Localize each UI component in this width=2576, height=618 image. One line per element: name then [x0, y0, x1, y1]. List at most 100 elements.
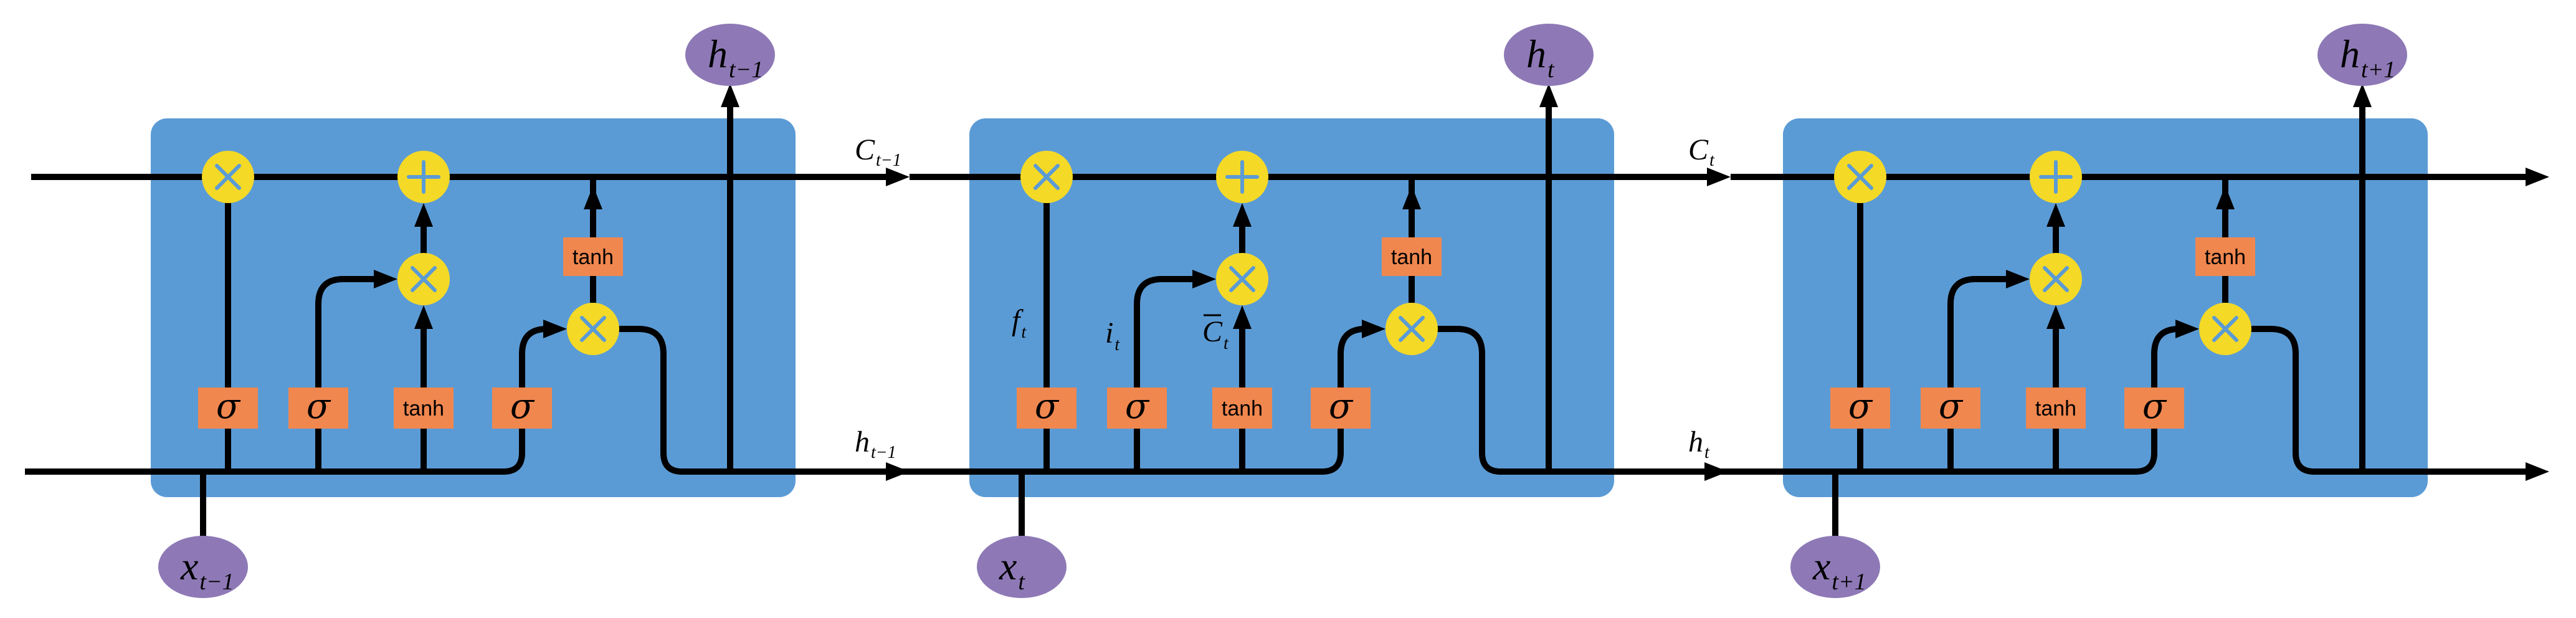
cell-state-arrow-2 [1707, 168, 1731, 186]
input-x-3: xt+1 [1790, 536, 1880, 598]
input-gate-arrow-1 [374, 270, 397, 288]
cell-state-label-2-sub: t [1709, 151, 1715, 170]
input-gate-arrow-3 [2006, 270, 2030, 288]
tanh-label: tanh [2205, 245, 2246, 269]
input-x-2-shape [977, 536, 1067, 598]
output-h-1-main: h [708, 32, 728, 76]
hidden-label-1-main: h [855, 425, 870, 459]
h-output-arrow-1 [721, 83, 739, 107]
output-gate-arrow-2 [1362, 320, 1385, 338]
mul2-to-add-arrow-3 [2046, 203, 2065, 227]
add-icon [1225, 160, 1259, 194]
sigma-label: σ [1125, 386, 1150, 427]
forget-annotation-sub: t [1021, 323, 1027, 342]
input-x-2-sub: t [1018, 569, 1025, 595]
input-x-1-shape [158, 536, 248, 598]
input-x-1-text: xt−1 [180, 544, 234, 595]
sigma-label: σ [510, 386, 535, 427]
candidate-annotation-sub: t [1224, 334, 1229, 353]
sigma-label: σ [1939, 386, 1964, 427]
cell-state-label-1: Ct−1 [855, 133, 901, 170]
output-gate-1: σ [492, 386, 552, 429]
h-output-arrow-2 [1539, 83, 1558, 107]
multiply-icon [411, 266, 437, 292]
multiply-icon [1229, 266, 1255, 292]
hidden-label-1-sub: t−1 [871, 443, 896, 462]
cell-state-arrow-3 [2526, 168, 2549, 186]
cell-tanh-2: tanh [1382, 237, 1442, 276]
output-multiply-2 [1385, 303, 1438, 355]
hidden-final-arrow [2526, 462, 2549, 481]
output-h-1: ht−1 [685, 24, 775, 86]
forget-gate-2: σ [1017, 386, 1077, 429]
candidate-arrow-1 [414, 305, 433, 329]
tanh-gate-box [2195, 237, 2255, 276]
candidate-annotation: Ct [1202, 315, 1229, 353]
input-multiply-2 [1216, 253, 1268, 305]
multiply-icon [580, 316, 606, 342]
output-h-1-sub: t−1 [729, 57, 763, 83]
tanh-up-arrow-1 [584, 186, 602, 209]
sigma-label: σ [2142, 386, 2167, 427]
output-h-2-main: h [1526, 32, 1546, 76]
candidate-arrow-3 [2046, 305, 2065, 329]
output-h-3-text: ht+1 [2340, 32, 2395, 83]
sigma-label: σ [1035, 386, 1060, 427]
mul2-to-add-arrow-2 [1233, 203, 1252, 227]
input-annotation: it [1105, 316, 1120, 354]
sigma-label: σ [1848, 386, 1873, 427]
input-x-2-main: x [999, 544, 1017, 588]
tanh-label: tanh [573, 245, 614, 269]
output-h-3-main: h [2340, 32, 2360, 76]
input-x-1: xt−1 [158, 536, 248, 598]
input-gate-3: σ [1921, 386, 1980, 429]
forget-gate-1: σ [198, 386, 258, 429]
input-x-3-main: x [1812, 544, 1830, 588]
input-x-2: xt [977, 536, 1067, 598]
sigma-gate-box [198, 387, 258, 429]
forget-gate-3: σ [1830, 386, 1890, 429]
forget-multiply-3 [1834, 151, 1886, 203]
h-output-arrow-3 [2353, 83, 2372, 107]
cell-tanh-3: tanh [2195, 237, 2255, 276]
hidden-output-wire-2 [1412, 326, 1549, 475]
sigma-gate-box [1830, 387, 1890, 429]
cell-tanh-1: tanh [563, 237, 623, 276]
hidden-output-wire-3 [2225, 326, 2362, 475]
output-h-3-shape [2317, 24, 2407, 86]
add-icon [2039, 160, 2073, 194]
candidate-tanh-1: tanh [394, 387, 454, 429]
output-h-3: ht+1 [2317, 24, 2407, 86]
output-h-1-shape [685, 24, 775, 86]
cell-state-label-1-sub: t−1 [876, 151, 901, 170]
tanh-gate-box [563, 237, 623, 276]
sigma-label: σ [216, 386, 241, 427]
tanh-up-arrow-2 [1402, 186, 1421, 209]
hidden-label-2-sub: t [1704, 443, 1710, 462]
multiply-icon [1847, 164, 1873, 190]
cell-state-label-1-main: C [855, 133, 875, 166]
tanh-up-arrow-3 [2216, 186, 2235, 209]
input-x-1-sub: t−1 [199, 569, 234, 595]
hidden-output-wire-1 [593, 326, 730, 475]
input-gate-wire-2 [1134, 276, 1206, 472]
sigma-gate-box [2124, 387, 2184, 429]
output-gate-arrow-3 [2175, 320, 2199, 338]
input-gate-arrow-2 [1192, 270, 1216, 288]
output-h-3-sub: t+1 [2361, 57, 2395, 83]
output-h-2-shape [1504, 24, 1594, 86]
output-h-2-text: ht [1526, 32, 1555, 83]
cell-add-3 [2030, 151, 2082, 203]
input-annotation-main: i [1105, 316, 1113, 349]
sigma-gate-box [1107, 387, 1167, 429]
hidden-input-wire-3 [1620, 408, 2157, 475]
input-gate-1: σ [288, 386, 348, 429]
sigma-gate-box [1311, 387, 1371, 429]
sigma-gate-box [1017, 387, 1077, 429]
multiply-icon [2212, 316, 2238, 342]
output-h-2-sub: t [1547, 57, 1555, 83]
tanh-gate-box [1212, 387, 1272, 429]
input-gate-wire-3 [1947, 276, 2020, 472]
cell-add-1 [397, 151, 450, 203]
output-h-1-text: ht−1 [708, 32, 763, 83]
